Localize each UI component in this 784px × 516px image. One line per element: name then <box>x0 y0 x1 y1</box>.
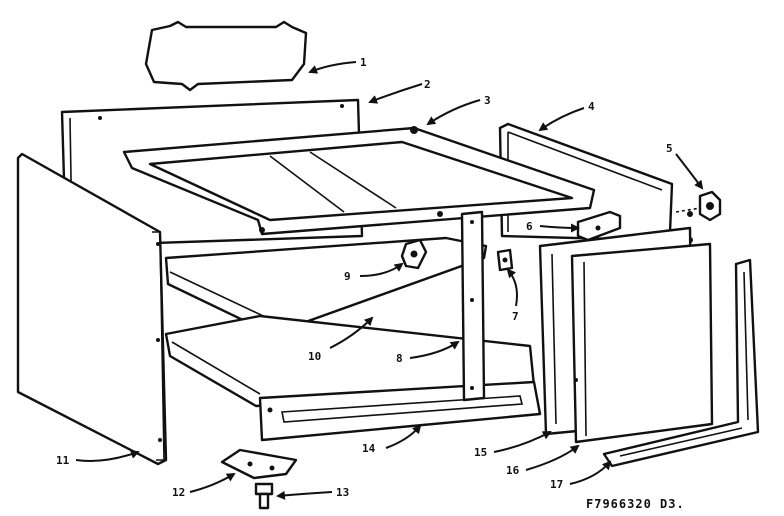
callout-13: 13 <box>336 486 349 499</box>
callout-10: 10 <box>308 350 321 363</box>
part-9-latch <box>400 238 428 270</box>
part-7-clip <box>496 248 514 272</box>
callout-labels: 1 2 3 4 5 6 7 8 9 10 11 12 13 14 15 16 1… <box>56 56 673 499</box>
callout-6: 6 <box>526 220 533 233</box>
callout-12: 12 <box>172 486 185 499</box>
callout-4: 4 <box>588 100 595 113</box>
drawing-code: F7966320 D3. <box>586 497 685 511</box>
part-17-kick-rail <box>602 258 760 468</box>
part-10-middle-shelf <box>164 236 488 336</box>
part-1-cover-plate <box>144 20 308 92</box>
callout-5: 5 <box>666 142 673 155</box>
callout-7: 7 <box>512 310 519 323</box>
callout-3: 3 <box>484 94 491 107</box>
part-3-top-frame <box>122 126 596 236</box>
callout-1: 1 <box>360 56 367 69</box>
part-11-left-side-panel <box>16 152 168 466</box>
leader-arrows <box>75 61 704 500</box>
part-8-center-post <box>460 210 486 402</box>
callout-8: 8 <box>396 352 403 365</box>
part-12-bracket-plate <box>220 448 298 480</box>
callout-11: 11 <box>56 454 70 467</box>
part-6-hinge-bracket <box>576 210 622 242</box>
part-16-door-panel <box>570 242 714 444</box>
callout-15: 15 <box>474 446 487 459</box>
callout-2: 2 <box>424 78 431 91</box>
callout-14: 14 <box>362 442 376 455</box>
callout-16: 16 <box>506 464 520 477</box>
callout-17: 17 <box>550 478 563 491</box>
callout-9: 9 <box>344 270 351 283</box>
part-5-knob <box>675 190 722 243</box>
part-13-leveling-screw <box>254 482 274 510</box>
